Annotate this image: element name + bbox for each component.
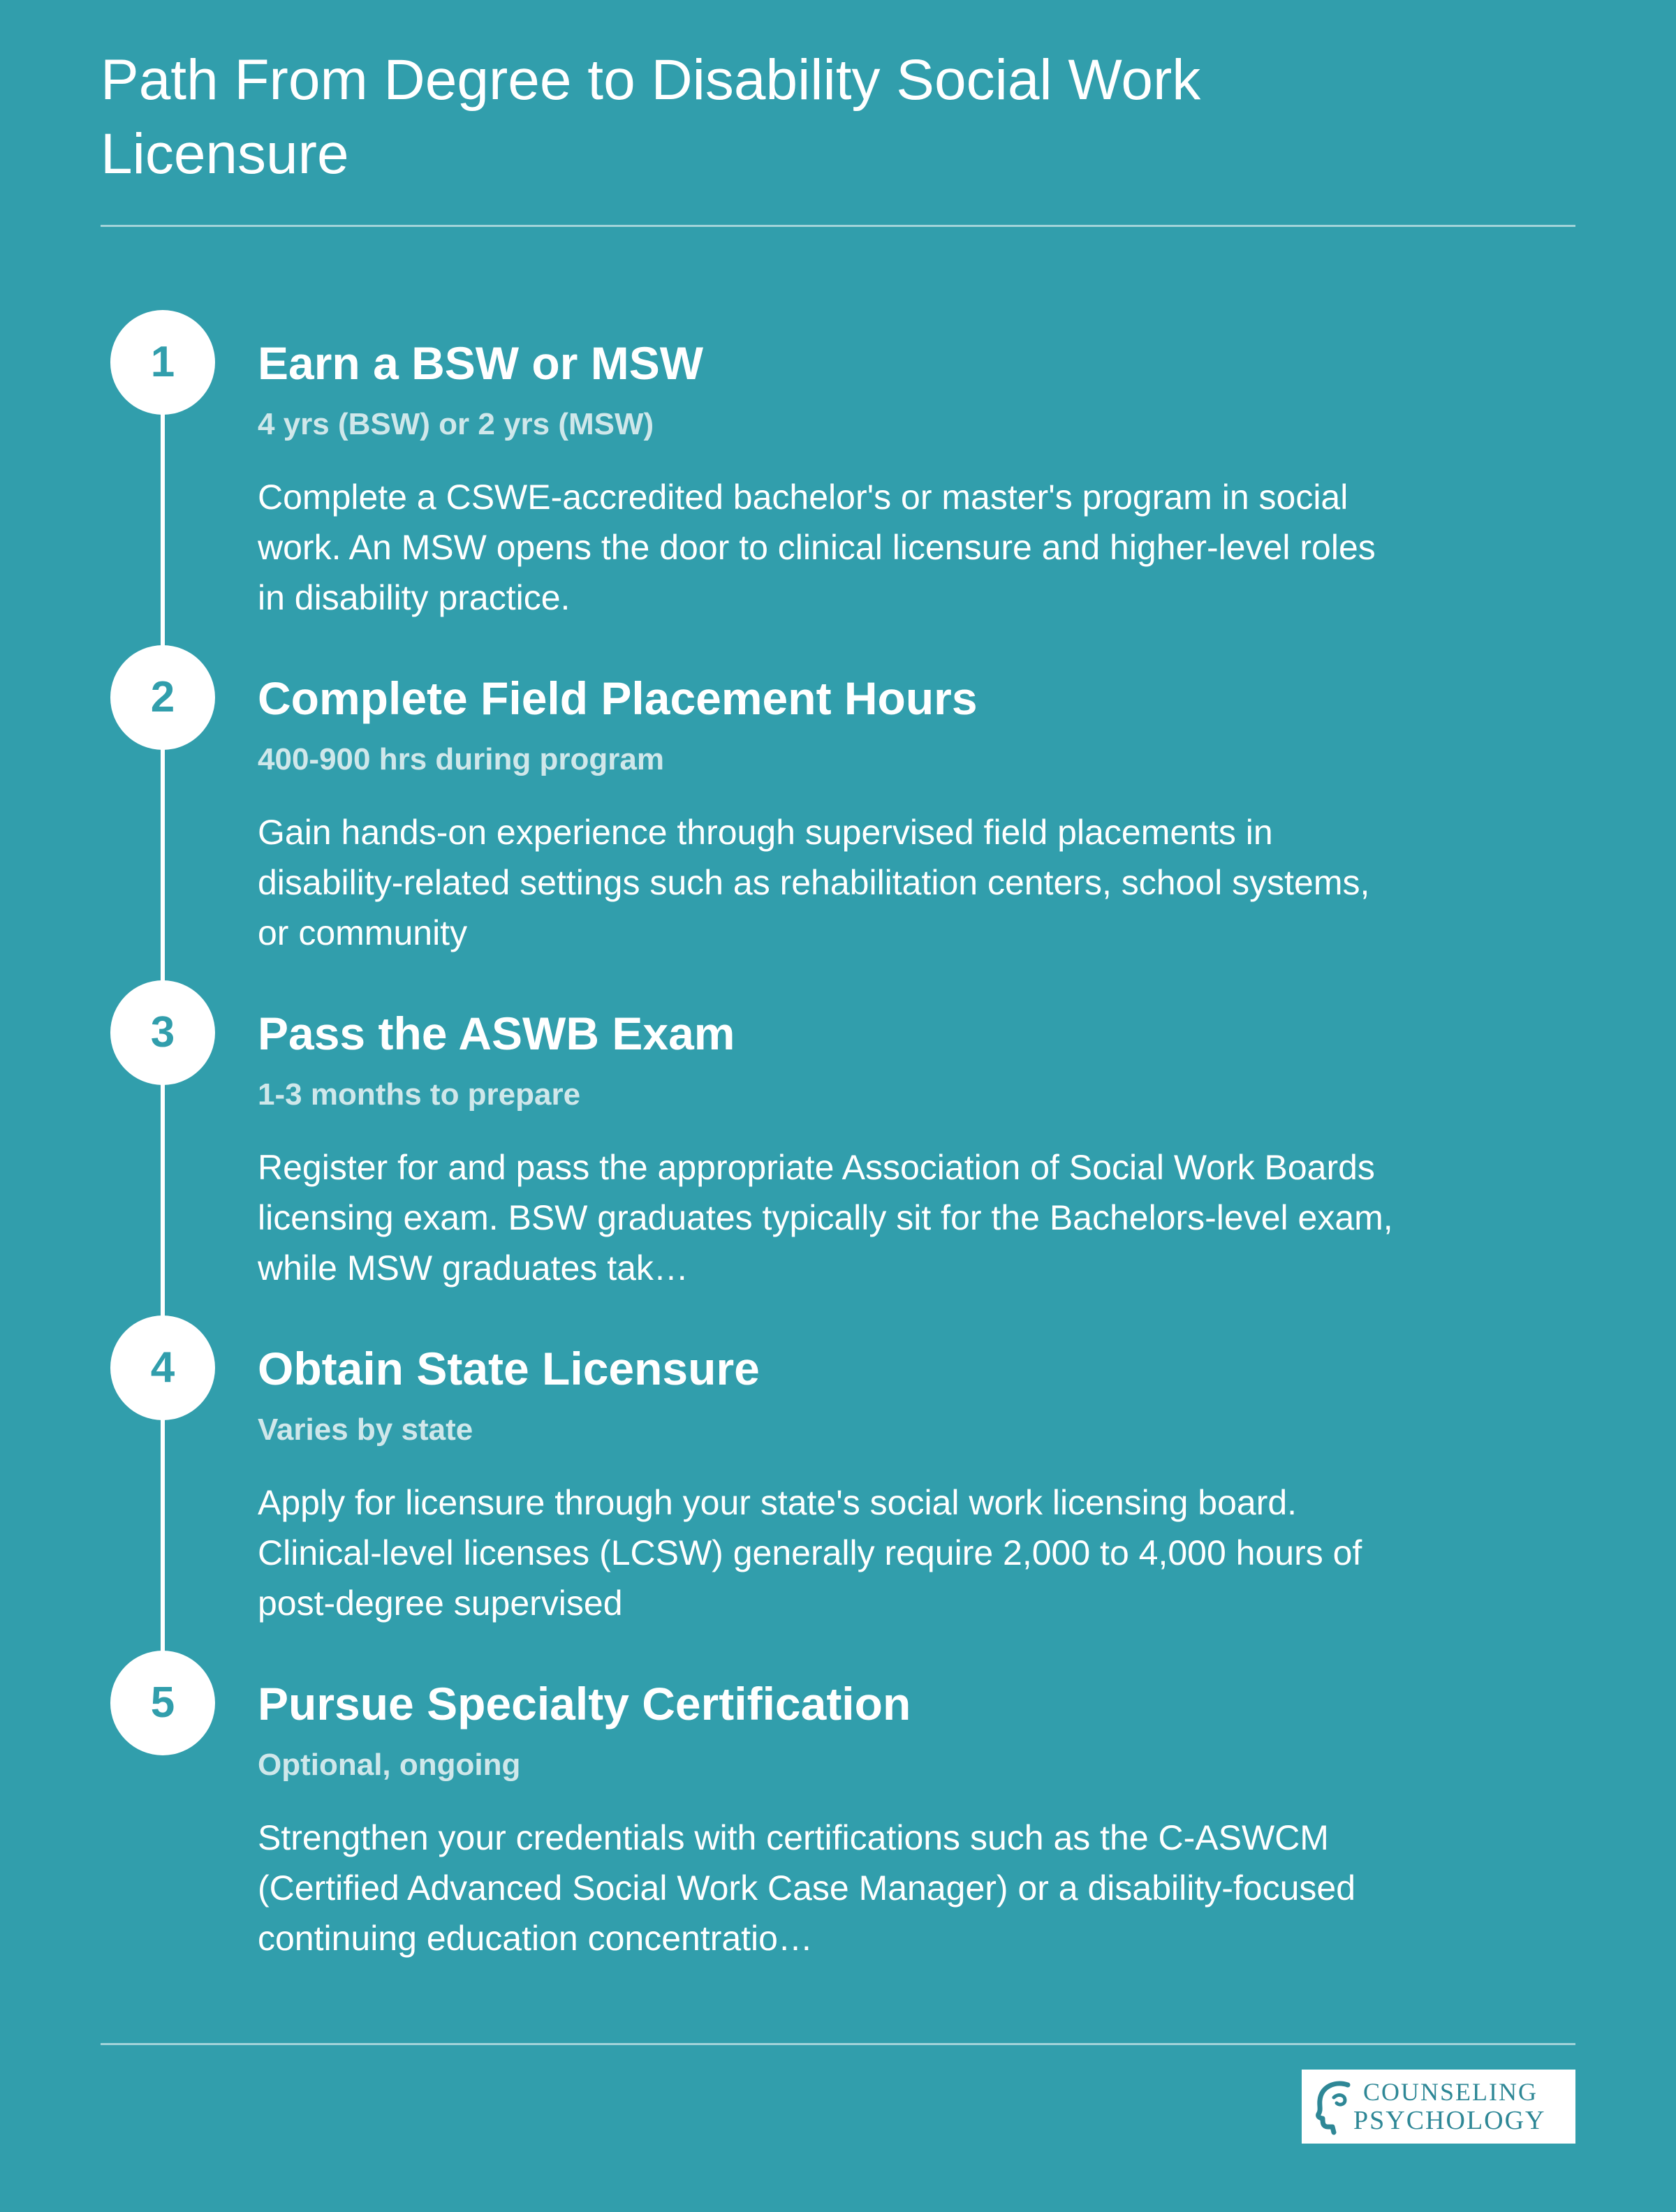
head-profile-icon [1316, 2081, 1351, 2135]
step-number-circle: 3 [110, 980, 215, 1085]
step-title: Earn a BSW or MSW [258, 337, 704, 389]
step-duration: 400-900 hrs during program [258, 742, 664, 776]
step-number-circle: 2 [110, 645, 215, 750]
step-description: Apply for licensure through your state's… [258, 1483, 1362, 1623]
step-title: Complete Field Placement Hours [258, 672, 978, 724]
step-title: Pass the ASWB Exam [258, 1008, 735, 1059]
step-duration: 4 yrs (BSW) or 2 yrs (MSW) [258, 407, 654, 441]
page-title: Path From Degree to Disability Social Wo… [101, 48, 1201, 186]
step-title: Obtain State Licensure [258, 1343, 760, 1394]
bottom-divider [101, 2043, 1575, 2045]
step-number-circle: 4 [110, 1315, 215, 1420]
counseling-psychology-logo: COUNSELING PSYCHOLOGY [1302, 2070, 1575, 2144]
step-title: Pursue Specialty Certification [258, 1678, 911, 1730]
step-duration: 1-3 months to prepare [258, 1077, 581, 1112]
top-divider [101, 225, 1575, 227]
step-description: Strengthen your credentials with certifi… [258, 1818, 1356, 1958]
step-description: Complete a CSWE-accredited bachelor's or… [258, 478, 1376, 617]
step-number-circle: 5 [110, 1651, 215, 1755]
logo-text-line1: COUNSELING [1363, 2078, 1538, 2106]
step-description: Register for and pass the appropriate As… [258, 1148, 1393, 1288]
logo-text-line2: PSYCHOLOGY [1353, 2106, 1546, 2135]
step-number-circle: 1 [110, 310, 215, 415]
step-duration: Varies by state [258, 1413, 473, 1447]
step-description: Gain hands-on experience through supervi… [258, 813, 1370, 952]
step-duration: Optional, ongoing [258, 1748, 521, 1782]
